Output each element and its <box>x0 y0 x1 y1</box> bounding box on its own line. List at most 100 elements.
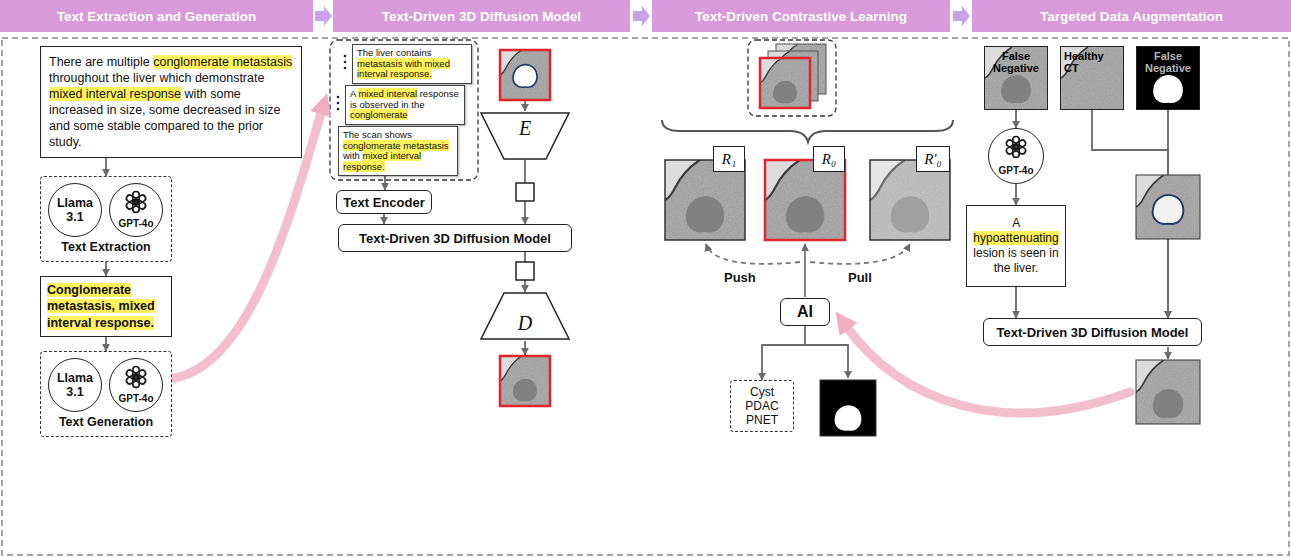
node-text: Text Extraction and Generation <box>57 9 256 24</box>
llm-circle: GPT-4o <box>109 358 163 412</box>
class-list-box: Cyst PDAC PNET <box>730 380 794 432</box>
connector-arrow <box>105 262 107 276</box>
text-run: with <box>343 150 363 161</box>
model-group-box: Text Extraction Llama 3.1GPT-4o <box>40 176 172 262</box>
highlighted-text: conglomerate metastasis <box>153 55 292 69</box>
llm-circle: Llama 3.1 <box>48 358 102 412</box>
stage-header: Text-Driven 3D Diffusion Model <box>333 0 630 32</box>
annotation-label: Push <box>724 270 756 285</box>
node-text: R′₀ <box>924 151 942 168</box>
node-text: Text-Driven 3D Diffusion Model <box>382 9 581 24</box>
diffusion-model-box: Text-Driven 3D Diffusion Model <box>338 224 572 252</box>
ct-stack <box>748 40 836 116</box>
ct-image: False Negative <box>984 46 1048 110</box>
stage-header: Text-Driven Contrastive Learning <box>652 0 950 32</box>
contrast-arrows <box>706 244 910 297</box>
node-text: AI <box>797 303 813 321</box>
node-text: Text Generation <box>41 415 171 429</box>
report-text-box: There are multiple conglomerate metastas… <box>40 46 302 158</box>
region-images <box>665 160 950 240</box>
highlighted-text: mixed interval <box>358 88 417 99</box>
encoder-box: Text Encoder <box>336 190 432 214</box>
node-text: Text-Driven 3D Diffusion Model <box>997 325 1189 340</box>
node-text: The liver contains metastasis with mixed… <box>357 48 467 80</box>
connector-arrow <box>762 326 805 380</box>
flow-curve <box>166 110 1130 413</box>
node-text: Cyst PDAC PNET <box>745 385 778 427</box>
node-text: A hypoattenuating lesion is seen in the … <box>972 216 1060 276</box>
ai-model-box: AI <box>780 298 830 326</box>
mask-image: False Negative <box>1136 46 1200 110</box>
input-ct-with-mask <box>500 50 550 111</box>
region-label: R′₀ <box>916 146 950 172</box>
node-text: GPT-4o <box>118 218 153 230</box>
llm-circle: GPT-4o <box>988 128 1044 184</box>
text-run: The liver contains <box>357 47 431 58</box>
highlighted-text: Conglomerate metastasis, mixed interval … <box>47 283 155 330</box>
decoder-trapezoid: D <box>480 292 570 340</box>
connector-arrow <box>384 176 386 190</box>
outer-dashed-border <box>2 38 1289 555</box>
node-text: False Negative <box>988 50 1044 74</box>
text-run: throughout the liver which demonstrate <box>49 71 264 85</box>
composite-ct <box>1136 175 1200 239</box>
gpt-logo <box>124 365 148 389</box>
node-text: The scan shows conglomerate metastasis w… <box>343 130 453 172</box>
node-text: Text-Driven Contrastive Learning <box>695 9 907 24</box>
node-text: Llama 3.1 <box>53 196 97 225</box>
node-text: Targeted Data Augmentation <box>1040 9 1223 24</box>
node-text: Text-Driven 3D Diffusion Model <box>359 231 551 246</box>
stage-header: Text Extraction and Generation <box>0 0 313 32</box>
annotation-label: Pull <box>848 270 872 285</box>
text-card: A mixed interval response is observed in… <box>345 85 465 125</box>
node-text: D <box>518 312 532 335</box>
connector-arrow <box>105 158 107 176</box>
gpt-logo <box>1004 135 1028 159</box>
node-text: E <box>519 117 531 140</box>
text-run: The scan shows <box>343 129 412 140</box>
highlighted-text: conglomerate metastasis <box>343 140 449 151</box>
gpt-logo <box>124 190 148 214</box>
node-text: R₁ <box>722 151 736 168</box>
extracted-text-box: Conglomerate metastasis, mixed interval … <box>40 276 172 337</box>
text-run: lesion is seen in the liver. <box>973 246 1058 275</box>
text-card: The liver contains metastasis with mixed… <box>352 44 472 84</box>
prompt-text-box: A hypoattenuating lesion is seen in the … <box>966 205 1066 287</box>
node-text: Text Extraction <box>41 240 171 254</box>
highlighted-text: metastasis with mixed interval response. <box>357 58 450 80</box>
text-run: A <box>1012 216 1019 230</box>
node-text: False Negative <box>1140 50 1196 74</box>
node-text: Conglomerate metastasis, mixed interval … <box>47 282 165 331</box>
highlighted-text: mixed interval response <box>49 87 181 101</box>
node-text: A mixed interval response is observed in… <box>350 89 460 121</box>
region-label: R₀ <box>813 146 845 172</box>
node-text: GPT-4o <box>998 165 1033 177</box>
text-card: The scan shows conglomerate metastasis w… <box>338 126 458 176</box>
model-group-box: Text Generation Llama 3.1GPT-4o <box>40 351 172 437</box>
llm-circle: Llama 3.1 <box>48 183 102 237</box>
connector-arrow <box>1015 287 1017 318</box>
node-text: Llama 3.1 <box>53 371 97 400</box>
llm-circle: GPT-4o <box>109 183 163 237</box>
node-text: GPT-4o <box>118 393 153 405</box>
node-text: There are multiple conglomerate metastas… <box>49 54 293 150</box>
curly-brace <box>662 120 953 142</box>
ct-image: Healthy CT <box>1060 46 1124 110</box>
stage-header: Targeted Data Augmentation <box>972 0 1291 32</box>
encoder-trapezoid: E <box>480 112 570 160</box>
connector-arrow <box>1015 110 1017 128</box>
output-ct <box>500 341 550 406</box>
stage-arrows <box>315 6 970 26</box>
connector-arrow <box>105 337 107 351</box>
segmentation-output <box>805 345 876 436</box>
connector-arrow <box>383 214 385 224</box>
highlighted-text: conglomerate <box>350 109 408 120</box>
node-text: Healthy CT <box>1064 50 1120 74</box>
synthetic-ct <box>1136 347 1200 424</box>
region-label: R₁ <box>713 146 745 172</box>
node-text: Text Encoder <box>343 195 424 210</box>
connector-arrow <box>1015 184 1017 205</box>
text-card-group <box>330 40 478 180</box>
diffusion-model-box: Text-Driven 3D Diffusion Model <box>983 318 1202 346</box>
